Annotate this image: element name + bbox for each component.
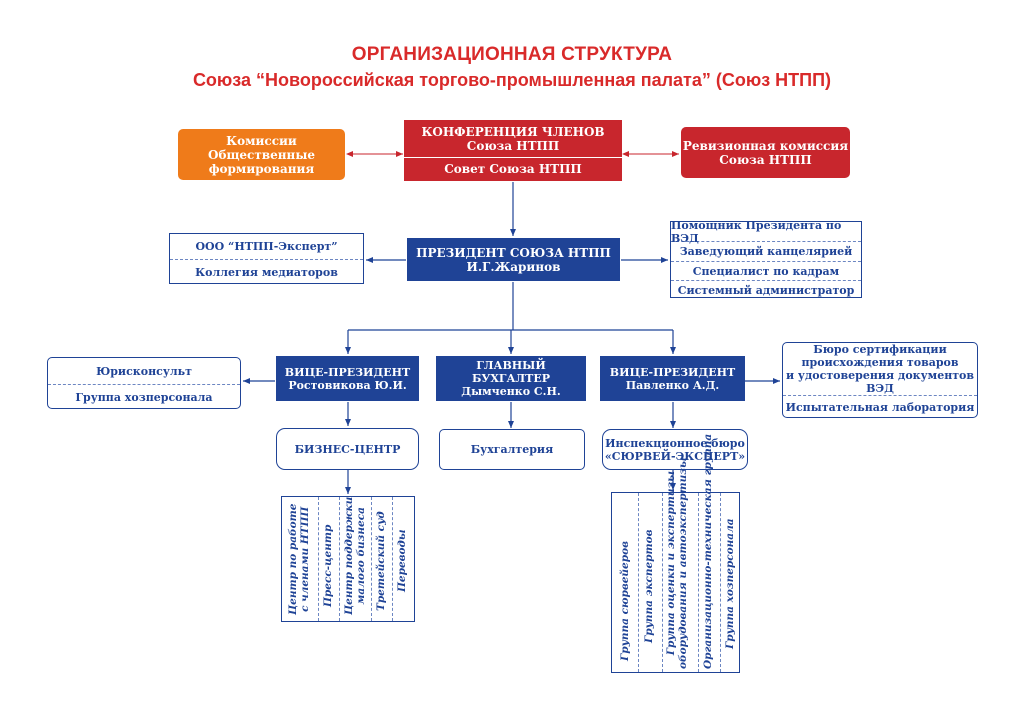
legal-box: Юрисконсульт Группа хозперсонала (47, 357, 241, 409)
vp1-name: Ростовикова Ю.И. (288, 378, 407, 392)
audit-line1: Ревизионная комиссия (682, 138, 849, 153)
inspection-unit: Группа экспертов (643, 529, 655, 643)
subsidiary-expert: ООО “НТПП-Эксперт” (195, 240, 338, 253)
page-subtitle: Союза “Новороссийская торгово-промышленн… (192, 70, 832, 90)
certification-bureau: Бюро сертификации происхождения товаров … (785, 343, 975, 395)
president-name: И.Г.Жаринов (466, 259, 561, 274)
staff-item: Помощник Президента по ВЭД (671, 218, 842, 245)
bc-unit: Переводы (396, 529, 408, 592)
chief-accountant-box: ГЛАВНЫЙ БУХГАЛТЕР Дымченко С.Н. (436, 356, 586, 401)
audit-commission-box: Ревизионная комиссия Союза НТПП (681, 127, 850, 178)
bc-unit: Пресс-центр (322, 524, 334, 607)
inspection-unit: Группа оценки и экспертизы оборудования … (665, 457, 689, 669)
council-row: Совет Союза НТПП (404, 158, 622, 180)
chief-accountant-title: ГЛАВНЫЙ БУХГАЛТЕР (472, 359, 550, 385)
council-label: Совет Союза НТПП (444, 162, 582, 176)
testing-laboratory: Испытательная лабоpатория (783, 395, 977, 418)
vp2-name: Павленко А.Д. (625, 378, 720, 392)
conference-line2: Союза НТПП (466, 138, 560, 153)
inspection-unit: Группа хозперсонала (724, 518, 736, 649)
certification-bureau-box: Бюро сертификации происхождения товаров … (782, 342, 978, 418)
business-center-label: БИЗНЕС-ЦЕНТР (294, 442, 401, 456)
business-center-units: Центр по работе с членами НТПП Пресс-цен… (281, 496, 415, 622)
inspection-unit: Организационно-техническая группа (702, 433, 714, 669)
vice-president-1-box: ВИЦЕ-ПРЕЗИДЕНТ Ростовикова Ю.И. (276, 356, 419, 401)
inspection-units: Группа сюрвейеров Группа экспертов Групп… (611, 434, 740, 673)
inspection-unit: Группа сюрвейеров (619, 541, 631, 661)
commissions-line3: формирования (208, 161, 315, 176)
staff-item: Специалист по кадрам (671, 261, 861, 280)
accounting-box: Бухгалтерия (439, 429, 585, 470)
inspection-bureau-box: Инспекционное бюро «СЮРВЕЙ-ЭКСПЕРТ» (602, 429, 748, 470)
bc-unit: Центр по работе с членами НТПП (287, 503, 311, 615)
commissions-box: Комиссии Общественные формирования (178, 129, 345, 180)
page-title: ОРГАНИЗАЦИОННАЯ СТРУКТУРА (351, 44, 673, 65)
president-title: ПРЕЗИДЕНТ СОЮЗА НТПП (416, 245, 611, 260)
commissions-line2: Общественные (207, 147, 316, 162)
vice-president-2-box: ВИЦЕ-ПРЕЗИДЕНТ Павленко А.Д. (600, 356, 745, 401)
commissions-line1: Комиссии (226, 133, 297, 148)
president-box: ПРЕЗИДЕНТ СОЮЗА НТПП И.Г.Жаринов (407, 238, 620, 281)
conference-line1: КОНФЕРЕНЦИЯ ЧЛЕНОВ (421, 124, 605, 139)
service-staff-group: Группа хозперсонала (48, 384, 240, 409)
inspection-line2: «СЮРВЕЙ-ЭКСПЕРТ» (604, 449, 746, 463)
audit-line2: Союза НТПП (719, 152, 812, 167)
bc-unit: Третейский суд (375, 511, 387, 611)
subsidiaries-box: ООО “НТПП-Эксперт” Коллегия медиаторов (169, 233, 364, 284)
president-staff-box: Помощник Президента по ВЭД Заведующий ка… (670, 218, 862, 299)
vp2-title: ВИЦЕ-ПРЕЗИДЕНТ (609, 365, 736, 379)
staff-item: Системный администратор (671, 280, 861, 299)
staff-item: Заведующий канцелярией (671, 241, 861, 261)
inspection-line1: Инспекционное бюро (605, 436, 745, 450)
business-center-box: БИЗНЕС-ЦЕНТР (276, 428, 419, 470)
conference-box: КОНФЕРЕНЦИЯ ЧЛЕНОВ Союза НТПП Совет Союз… (404, 120, 622, 181)
accounting-label: Бухгалтерия (470, 443, 554, 456)
bc-unit: Центр поддержки малого бизнеса (343, 496, 367, 615)
mediators-college: Коллегия медиаторов (170, 259, 363, 284)
chief-accountant-name: Дымченко С.Н. (461, 385, 561, 398)
vp1-title: ВИЦЕ-ПРЕЗИДЕНТ (284, 365, 411, 379)
legal-counsel: Юрисконсульт (96, 364, 192, 378)
